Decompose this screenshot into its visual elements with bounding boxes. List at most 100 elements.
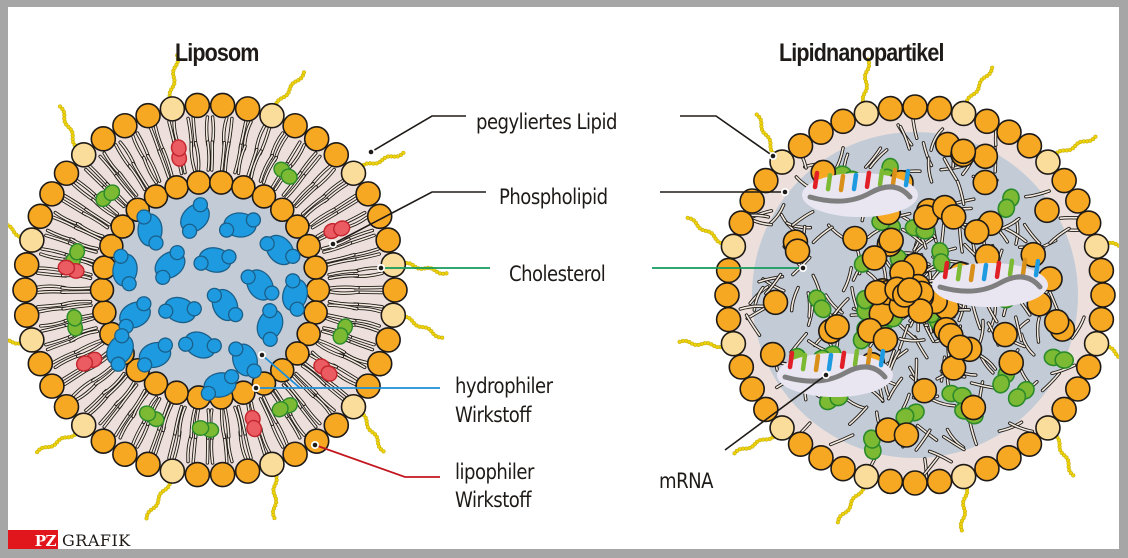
- phospholipid-head: [739, 188, 765, 214]
- phospholipid-head: [382, 277, 408, 303]
- phospholipid-head-inner: [285, 214, 310, 239]
- peg-chain-bead: [444, 271, 449, 276]
- mrna-base: [1007, 258, 1015, 277]
- mrna-base: [826, 352, 834, 372]
- lipid-tail: [146, 154, 161, 182]
- pegylated-lipid-head: [380, 302, 407, 328]
- lipophilic-drug-molecule: [170, 139, 188, 167]
- lipid-tail: [790, 286, 799, 312]
- peg-chain-bead: [175, 53, 180, 58]
- lipid-tail: [61, 300, 92, 306]
- lipid-tail: [848, 406, 868, 425]
- pegylated-lipid-head: [1035, 415, 1061, 441]
- mrna-base: [865, 347, 873, 367]
- lipid-tail: [812, 226, 833, 244]
- lipid-tail: [1020, 333, 1035, 356]
- drug-lobe: [285, 248, 301, 264]
- lipid-tail: [237, 405, 246, 435]
- leader-dot: [800, 265, 806, 271]
- lipid-tail: [118, 384, 138, 408]
- peg-chain-bead: [440, 335, 445, 340]
- cholesterol-molecule-part: [103, 184, 121, 202]
- peg-chain-bead: [1116, 354, 1119, 359]
- lipid-tail: [927, 157, 933, 183]
- drug-lobe: [186, 301, 202, 317]
- lipid-tail: [142, 156, 158, 184]
- cholesterol-molecule: [808, 289, 832, 319]
- lipid-tail: [842, 267, 853, 292]
- drug-lobe: [221, 249, 237, 265]
- phospholipid-head: [714, 282, 740, 308]
- hydrophilic-drug-molecule: [158, 296, 202, 324]
- peg-chain-bead: [754, 112, 759, 117]
- ionizable-lipid-head: [963, 219, 990, 245]
- lipid-tail: [328, 274, 359, 280]
- phospholipid-head: [13, 252, 40, 278]
- lipid-tail: [262, 156, 278, 184]
- phospholipid-head-inner: [296, 321, 321, 347]
- lipid-tail: [74, 339, 102, 354]
- leader-dot: [378, 265, 384, 271]
- lipophilic-drug-molecule-part: [320, 365, 338, 382]
- peg-chain-bead: [732, 451, 737, 456]
- drug-lobe: [264, 285, 280, 301]
- lipid-tail: [206, 141, 210, 171]
- lipophilic-drug-molecule-part: [246, 419, 263, 438]
- drug-lobe: [157, 337, 173, 353]
- ionizable-lipid-head: [1043, 309, 1070, 335]
- phospholipid-head-inner: [303, 255, 328, 280]
- phospholipid-head: [902, 94, 928, 120]
- lipid-tail: [323, 242, 352, 253]
- phospholipid-head-inner: [269, 357, 295, 383]
- cholesterol-molecule-part: [997, 198, 1016, 219]
- lipid-tail: [76, 222, 104, 238]
- ionizable-lipid-head: [950, 138, 977, 165]
- phospholipid-head: [90, 428, 117, 454]
- phospholipid-head: [1065, 188, 1091, 214]
- phospholipid-head: [184, 92, 211, 119]
- pegylated-lipid-head: [159, 458, 186, 484]
- phospholipid-head: [739, 376, 765, 402]
- cholesterol-molecule-part: [1054, 351, 1075, 369]
- phospholipid-head: [282, 112, 308, 139]
- drug-lobe: [289, 301, 305, 317]
- leader-lines: [252, 115, 830, 478]
- ionizable-lipid-head: [972, 169, 999, 196]
- phospholipid-head-inner: [92, 300, 117, 325]
- phospholipid-head: [808, 119, 834, 145]
- phospholipid-head: [830, 108, 856, 135]
- hydrophilic-drug-molecule: [259, 234, 301, 266]
- lipid-tail: [237, 145, 246, 175]
- ionizable-lipid-head: [1034, 197, 1060, 224]
- label-mrna: mRNA: [659, 469, 713, 493]
- drug-lobe: [240, 269, 256, 285]
- pegylated-lipid-head: [853, 100, 880, 127]
- drug-lobe: [259, 236, 275, 252]
- lipid-tail: [301, 365, 326, 385]
- leader-dot: [782, 189, 788, 195]
- lipid-tail: [285, 381, 305, 406]
- lipid-tail: [292, 375, 314, 398]
- cholesterol-molecule: [931, 242, 951, 273]
- label-lipophilic-1: lipophiler: [455, 460, 534, 484]
- leader-dot: [368, 149, 374, 155]
- cholesterol-molecule: [95, 184, 121, 208]
- phospholipid-head: [787, 431, 814, 457]
- mrna-backbone: [782, 364, 888, 384]
- liposome-title: Liposom: [175, 39, 259, 67]
- lipophilic-drug-molecule: [57, 259, 85, 279]
- drug-lobe: [192, 197, 209, 213]
- lipid-tail: [285, 174, 305, 199]
- cholesterol-molecule-part: [69, 242, 86, 261]
- mrna-base: [1020, 257, 1028, 277]
- hydrophilic-drug-molecule: [193, 247, 237, 273]
- peg-chain-bead: [57, 104, 63, 109]
- cholesterol-molecule-part: [138, 405, 157, 422]
- hydrophilic-drug-molecule: [180, 197, 210, 239]
- graphic-canvas: Liposom Lipidnanopartikel pegyliertes Li…: [8, 7, 1119, 549]
- hydrophilic-drug-molecule: [137, 337, 173, 373]
- peg-chain-bead: [677, 339, 682, 344]
- mrna-base: [787, 350, 795, 370]
- phospholipid-head: [974, 455, 1000, 482]
